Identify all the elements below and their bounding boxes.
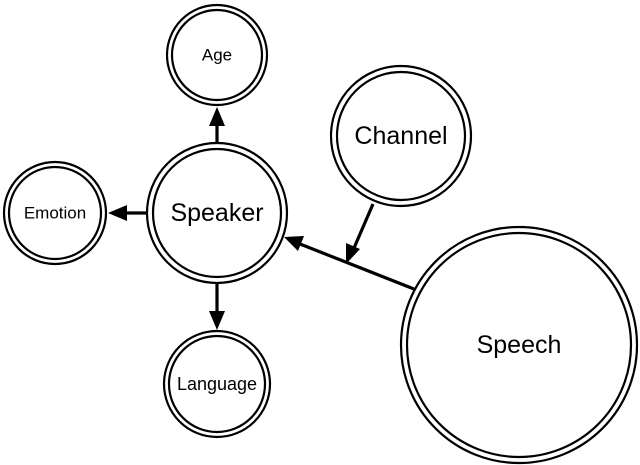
- nodes: Age Emotion Speaker Language Channel Spe…: [2, 3, 639, 465]
- node-channel-label: Channel: [354, 122, 447, 150]
- node-channel-inner-ring: [335, 70, 467, 202]
- edge-channel-to-edge: [346, 203, 375, 264]
- node-speech-label: Speech: [477, 331, 562, 359]
- arrowhead: [209, 311, 225, 330]
- node-age-inner-ring: [170, 8, 264, 102]
- node-channel: Channel: [329, 64, 473, 208]
- arrowhead: [346, 243, 360, 264]
- edges: [108, 107, 415, 330]
- arrowhead: [108, 205, 127, 221]
- edge-speaker-to-age: [209, 107, 225, 146]
- edge-speech-to-speaker: [284, 236, 415, 291]
- arrowhead: [209, 107, 225, 126]
- node-language-inner-ring: [167, 334, 267, 434]
- node-speaker-inner-ring: [151, 147, 283, 279]
- node-age: Age: [165, 3, 269, 107]
- node-language: Language: [162, 329, 272, 439]
- node-speaker: Speaker: [145, 141, 289, 285]
- node-age-label: Age: [202, 46, 232, 65]
- node-emotion-label: Emotion: [24, 204, 86, 223]
- node-speaker-label: Speaker: [170, 199, 263, 227]
- node-speech-inner-ring: [405, 231, 633, 459]
- edge-speaker-to-language: [209, 282, 225, 330]
- edge-speaker-to-emotion: [108, 205, 147, 221]
- arrowhead: [284, 236, 304, 251]
- node-emotion-inner-ring: [7, 165, 103, 261]
- node-speech: Speech: [399, 225, 639, 465]
- node-emotion: Emotion: [2, 160, 108, 266]
- node-language-label: Language: [177, 374, 257, 394]
